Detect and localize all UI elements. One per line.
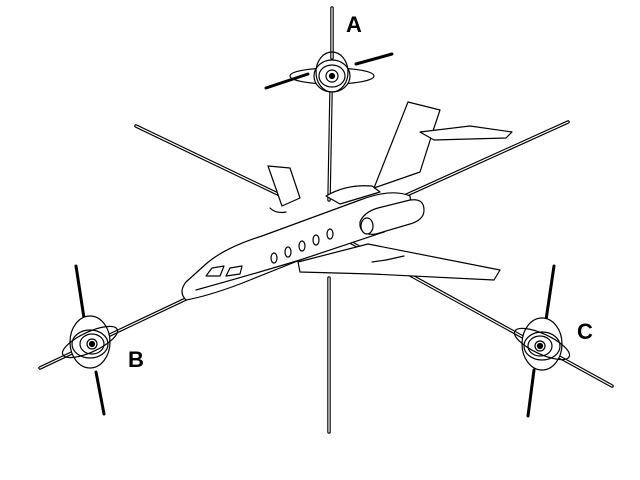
label-b: B [128,347,144,372]
label-c: C [577,319,593,344]
vertical-axis [327,6,334,434]
gyro-c [513,264,571,418]
gyro-b [61,264,119,416]
business-jet [181,101,513,301]
gyro-a [264,51,394,93]
label-a: A [346,12,362,37]
